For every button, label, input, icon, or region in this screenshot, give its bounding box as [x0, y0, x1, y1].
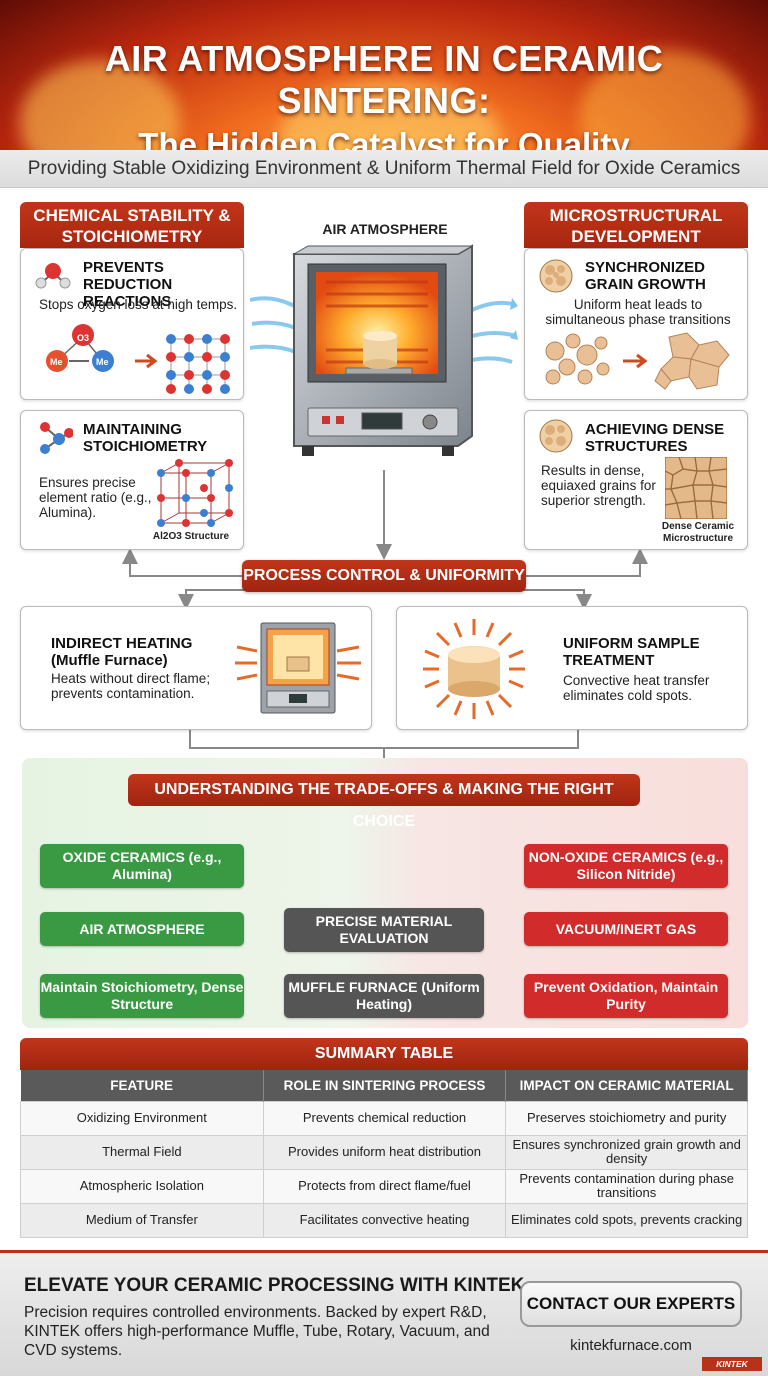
summary-table: FEATURE ROLE IN SINTERING PROCESS IMPACT…	[20, 1070, 748, 1238]
alumina-caption: Al2O3 Structure	[152, 531, 230, 542]
table-cell: Prevents chemical reduction	[262, 1100, 507, 1136]
o3-label: O3	[77, 333, 90, 343]
air-atmosphere-label: AIR ATMOSPHERE	[322, 221, 448, 237]
dense-caption: Dense Ceramic Microstructure	[661, 521, 735, 544]
table-cell: Medium of Transfer	[20, 1202, 264, 1238]
chemical-stability-header: CHEMICAL STABILITY & STOICHIOMETRY	[20, 202, 244, 248]
table-cell: Provides uniform heat distribution	[262, 1134, 507, 1170]
non-oxide-ceramics-box: NON-OXIDE CERAMICS (e.g., Silicon Nitrid…	[524, 844, 728, 888]
uniform-heat-icon	[423, 619, 525, 719]
table-row: Thermal Field Provides uniform heat dist…	[20, 1134, 748, 1170]
muffle-furnace-box: MUFFLE FURNACE (Uniform Heating)	[284, 974, 484, 1018]
footer-title: ELEVATE YOUR CERAMIC PROCESSING WITH KIN…	[24, 1275, 530, 1296]
page-title: AIR ATMOSPHERE IN CERAMIC SINTERING:	[104, 38, 664, 121]
table-cell: Ensures synchronized grain growth and de…	[505, 1134, 748, 1170]
dense-structures-card: ACHIEVING DENSE STRUCTURES Results in de…	[524, 410, 748, 550]
column-header: ROLE IN SINTERING PROCESS	[263, 1070, 507, 1101]
process-control-title: PROCESS CONTROL & UNIFORMITY	[242, 560, 526, 592]
table-cell: Preserves stoichiometry and purity	[505, 1100, 748, 1136]
grain-growth-text: Uniform heat leads to simultaneous phase…	[545, 297, 731, 327]
table-row: Oxidizing Environment Prevents chemical …	[20, 1100, 748, 1136]
water-molecule-icon	[35, 263, 71, 289]
oxidation-reaction-diagram	[46, 324, 230, 394]
material-evaluation-box: PRECISE MATERIAL EVALUATION	[284, 908, 484, 952]
tagline: Providing Stable Oxidizing Environment &…	[0, 150, 768, 188]
contact-experts-button[interactable]: CONTACT OUR EXPERTS	[520, 1281, 742, 1327]
prevents-reduction-text: Stops oxygen loss at high temps.	[39, 297, 238, 312]
prevents-reduction-card: PREVENTS REDUCTION REACTIONS Stops oxyge…	[20, 248, 244, 400]
header-banner: AIR ATMOSPHERE IN CERAMIC SINTERING: The…	[0, 0, 768, 150]
prevent-oxidation-box: Prevent Oxidation, Maintain Purity	[524, 974, 728, 1018]
stoichiometry-card: MAINTAINING STOICHIOMETRY Ensures precis…	[20, 410, 244, 550]
uniform-treatment-text: Convective heat transfer eliminates cold…	[563, 673, 710, 703]
me-label-right: Me	[96, 357, 109, 367]
dense-structures-title: ACHIEVING DENSE STRUCTURES	[585, 421, 725, 455]
flame-decoration	[20, 60, 180, 150]
dense-structures-text: Results in dense, equiaxed grains for su…	[541, 463, 656, 508]
footer-text: Precision requires controlled environmen…	[24, 1304, 490, 1359]
table-cell: Prevents contamination during phase tran…	[505, 1168, 748, 1204]
table-header-row: FEATURE ROLE IN SINTERING PROCESS IMPACT…	[20, 1070, 748, 1101]
dense-microstructure-icon	[665, 457, 727, 519]
grain-cluster-icon	[539, 259, 573, 293]
vacuum-inert-gas-box: VACUUM/INERT GAS	[524, 912, 728, 946]
muffle-furnace-icon	[235, 622, 361, 714]
uniform-treatment-card: UNIFORM SAMPLE TREATMENT Convective heat…	[396, 606, 748, 730]
oxide-ceramics-box: OXIDE CERAMICS (e.g., Alumina)	[40, 844, 244, 888]
flame-decoration	[580, 50, 750, 150]
table-cell: Facilitates convective heating	[262, 1202, 507, 1238]
footer: ELEVATE YOUR CERAMIC PROCESSING WITH KIN…	[0, 1250, 768, 1376]
table-cell: Protects from direct flame/fuel	[262, 1168, 507, 1204]
table-row: Medium of Transfer Facilitates convectiv…	[20, 1202, 748, 1238]
indirect-heating-title: INDIRECT HEATING (Muffle Furnace)	[51, 635, 193, 669]
maintain-stoichiometry-box: Maintain Stoichiometry, Dense Structure	[40, 974, 244, 1018]
stoichiometry-text: Ensures precise element ratio (e.g., Alu…	[39, 475, 152, 520]
column-header: FEATURE	[20, 1070, 264, 1101]
microstructural-header: MICROSTRUCTURAL DEVELOPMENT	[524, 202, 748, 248]
air-atmosphere-box: AIR ATMOSPHERE	[40, 912, 244, 946]
table-cell: Eliminates cold spots, prevents cracking	[505, 1202, 748, 1238]
grain-growth-card: SYNCHRONIZED GRAIN GROWTH Uniform heat l…	[524, 248, 748, 400]
column-header: IMPACT ON CERAMIC MATERIAL	[505, 1070, 748, 1101]
furnace-illustration	[250, 244, 518, 456]
indirect-heating-text: Heats without direct flame; prevents con…	[51, 671, 211, 701]
grain-growth-diagram	[545, 332, 730, 390]
molecule-icon	[40, 422, 73, 454]
indirect-heating-card: INDIRECT HEATING (Muffle Furnace) Heats …	[20, 606, 372, 730]
kintek-logo: KINTEK	[702, 1357, 762, 1371]
page-subtitle: The Hidden Catalyst for Quality	[138, 126, 630, 150]
grain-cluster-icon	[539, 419, 573, 453]
table-cell: Thermal Field	[20, 1134, 264, 1170]
uniform-treatment-title: UNIFORM SAMPLE TREATMENT	[563, 635, 700, 669]
stoichiometry-title: MAINTAINING STOICHIOMETRY	[83, 421, 208, 455]
prevents-reduction-title: PREVENTS REDUCTION REACTIONS	[83, 259, 173, 310]
summary-table-title: SUMMARY TABLE	[20, 1038, 748, 1070]
table-row: Atmospheric Isolation Protects from dire…	[20, 1168, 748, 1204]
grain-growth-title: SYNCHRONIZED GRAIN GROWTH	[585, 259, 706, 293]
table-cell: Oxidizing Environment	[20, 1100, 264, 1136]
alumina-crystal-icon	[157, 459, 233, 527]
website-link[interactable]: kintekfurnace.com	[570, 1337, 692, 1354]
me-label-left: Me	[50, 357, 63, 367]
table-cell: Atmospheric Isolation	[20, 1168, 264, 1204]
tradeoffs-title: UNDERSTANDING THE TRADE-OFFS & MAKING TH…	[128, 774, 640, 830]
